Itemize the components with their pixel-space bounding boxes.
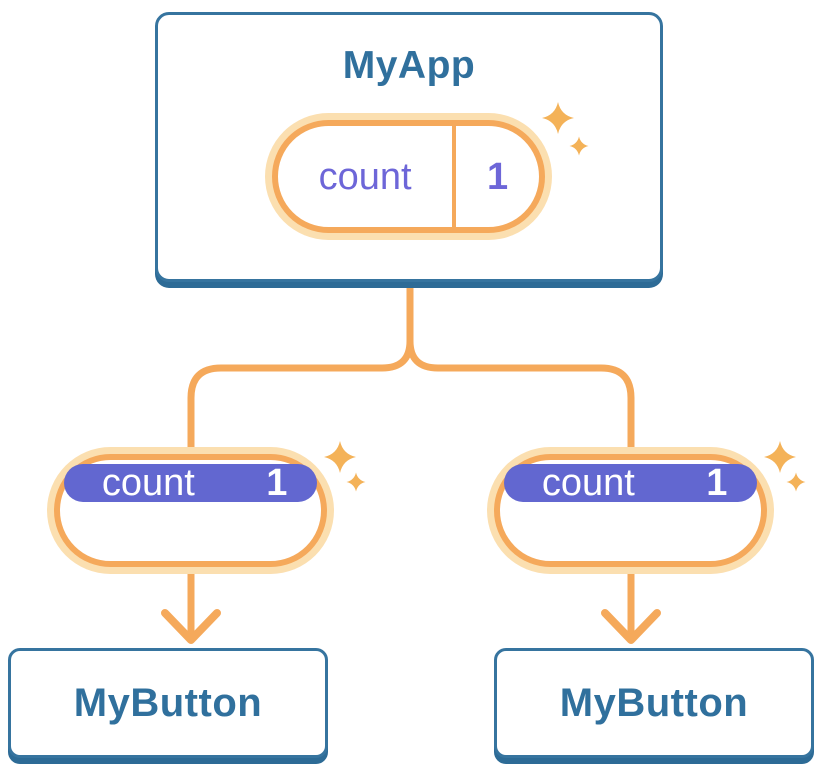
state-pill-body: count 1 — [504, 464, 757, 502]
state-value: 1 — [266, 464, 288, 502]
state-name: count — [318, 155, 412, 198]
mybutton-right-state-pill: count 1 — [494, 454, 767, 567]
myapp-card: MyApp count 1 — [155, 12, 663, 282]
myapp-state-pill: count 1 — [272, 120, 545, 233]
mybutton-right-card: MyButton — [494, 648, 814, 758]
sparkle-icon — [346, 472, 366, 492]
arrow-down-left-icon — [161, 609, 221, 644]
mybutton-left-title: MyButton — [73, 681, 263, 725]
mybutton-right-title: MyButton — [559, 681, 749, 725]
sparkle-icon — [764, 441, 796, 473]
state-pill-body: count 1 — [64, 464, 317, 502]
pill-divider — [452, 126, 457, 227]
mybutton-left-card: MyButton — [8, 648, 328, 758]
state-pill-body: count 1 — [278, 126, 539, 227]
arrow-down-right-icon — [601, 609, 661, 644]
state-value: 1 — [486, 155, 509, 198]
state-name: count — [101, 464, 195, 502]
sparkle-icon — [324, 441, 356, 473]
state-name: count — [541, 464, 635, 502]
state-value: 1 — [706, 464, 728, 502]
myapp-title: MyApp — [342, 44, 476, 87]
sparkle-icon — [786, 472, 806, 492]
mybutton-left-state-pill: count 1 — [54, 454, 327, 567]
